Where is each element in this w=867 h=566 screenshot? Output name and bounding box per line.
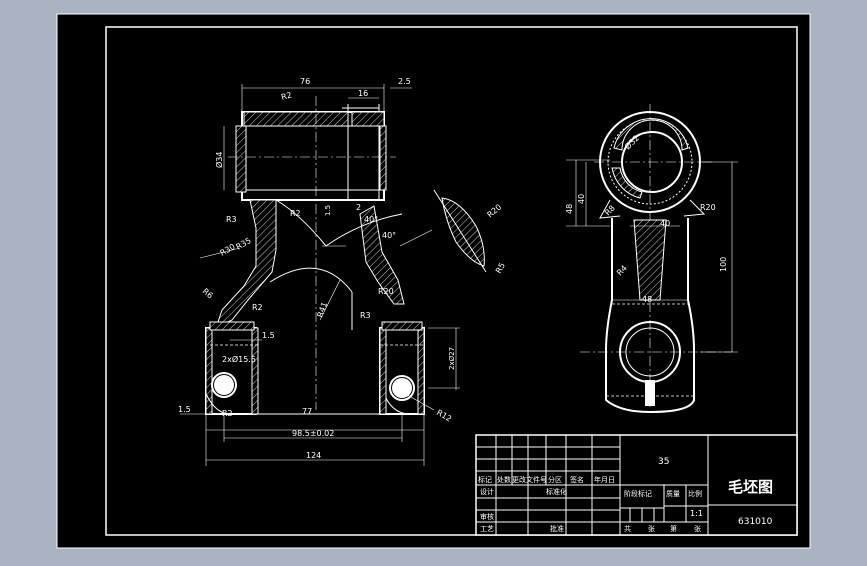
dim-r2c: R2	[252, 303, 263, 312]
scale-text: 1:1	[690, 509, 703, 518]
label-design: 设计	[480, 487, 494, 496]
dim-40d: 40	[660, 219, 670, 228]
title-block: 35 毛坯图 631010 1:1 标记 处数 更改文件号 分区 签名 年月日 …	[475, 434, 798, 536]
label-weight: 质量	[666, 489, 680, 498]
label-approve: 批准	[550, 524, 564, 533]
dim-1-5c: 1.5	[178, 405, 191, 414]
label-mark: 标记	[478, 475, 492, 484]
dim-48b: 48	[642, 295, 652, 304]
dim-77: 77	[302, 407, 312, 416]
dim-r20a: R20	[378, 287, 394, 296]
dim-r2d: R2	[222, 409, 233, 418]
label-zone: 分区	[548, 475, 562, 484]
dim-2xphi27: 2xØ27	[448, 347, 456, 370]
material-text: 35	[658, 457, 669, 467]
label-process: 工艺	[480, 525, 494, 533]
dim-124: 124	[306, 451, 321, 460]
label-review: 审核	[480, 512, 494, 521]
dim-2a: 2	[356, 203, 361, 212]
dim-98-5: 98.5±0.02	[292, 429, 334, 438]
label-ratio: 比例	[688, 489, 702, 498]
dim-r3b: R3	[360, 311, 371, 320]
label-stage-mark: 阶段标记	[624, 489, 652, 498]
drawing-frame	[105, 26, 798, 536]
dim-r3: R3	[226, 215, 237, 224]
dim-2xphi15: 2xØ15.5	[222, 354, 256, 364]
dim-1-5a: 1.5	[324, 205, 332, 216]
dim-48a: 48	[565, 204, 574, 214]
part-code-text: 631010	[738, 517, 773, 527]
dim-r2a: R2	[280, 90, 293, 101]
dim-40a: 40°	[364, 215, 378, 224]
dim-100: 100	[719, 257, 728, 272]
label-sheets: 张	[648, 524, 655, 533]
dim-r2b: R2	[290, 209, 301, 218]
label-page: 张	[694, 524, 701, 533]
label-sheet: 第	[670, 524, 677, 533]
label-doc: 更改文件号	[512, 475, 547, 484]
part-name-text: 毛坯图	[728, 478, 773, 496]
side-view: Ø32 40 48 R8 R20 40 R4 100 48	[565, 104, 738, 414]
dim-16: 16	[358, 89, 368, 98]
dim-2-5: 2.5	[398, 77, 411, 86]
dim-76: 76	[300, 77, 310, 86]
label-total: 共	[624, 524, 631, 533]
label-standard: 标准化	[546, 487, 567, 496]
label-sign: 签名	[570, 475, 584, 484]
dim-40b: 40°	[382, 231, 396, 240]
dim-1-5b: 1.5	[262, 331, 275, 340]
dim-phi34: Ø34	[214, 152, 224, 168]
label-count: 处数	[497, 475, 511, 484]
label-date: 年月日	[594, 475, 615, 484]
dim-r20c: R20	[700, 203, 716, 212]
dim-40c: 40	[577, 194, 586, 204]
